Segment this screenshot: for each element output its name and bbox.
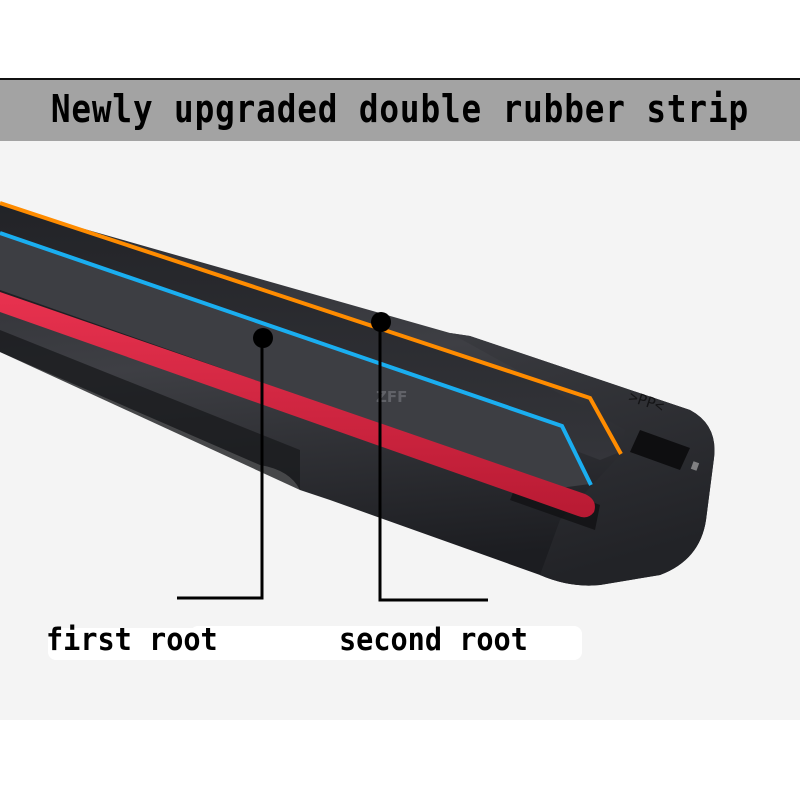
second-root-leader [371,312,488,602]
title-banner: Newly upgraded double rubber strip [0,80,800,141]
watermark-text: ZFF [376,388,407,406]
page-title: Newly upgraded double rubber strip [50,86,750,131]
top-divider [0,78,800,80]
red-rubber-strip [0,292,595,518]
product-photo-area: >PP< ZFF [0,141,800,720]
first-root-label: first root [46,622,218,658]
second-root-label: second root [339,622,528,658]
second-root-label-background [190,626,582,660]
blue-outline [0,231,593,486]
first-root-leader [177,328,273,600]
orange-outline [0,201,623,455]
